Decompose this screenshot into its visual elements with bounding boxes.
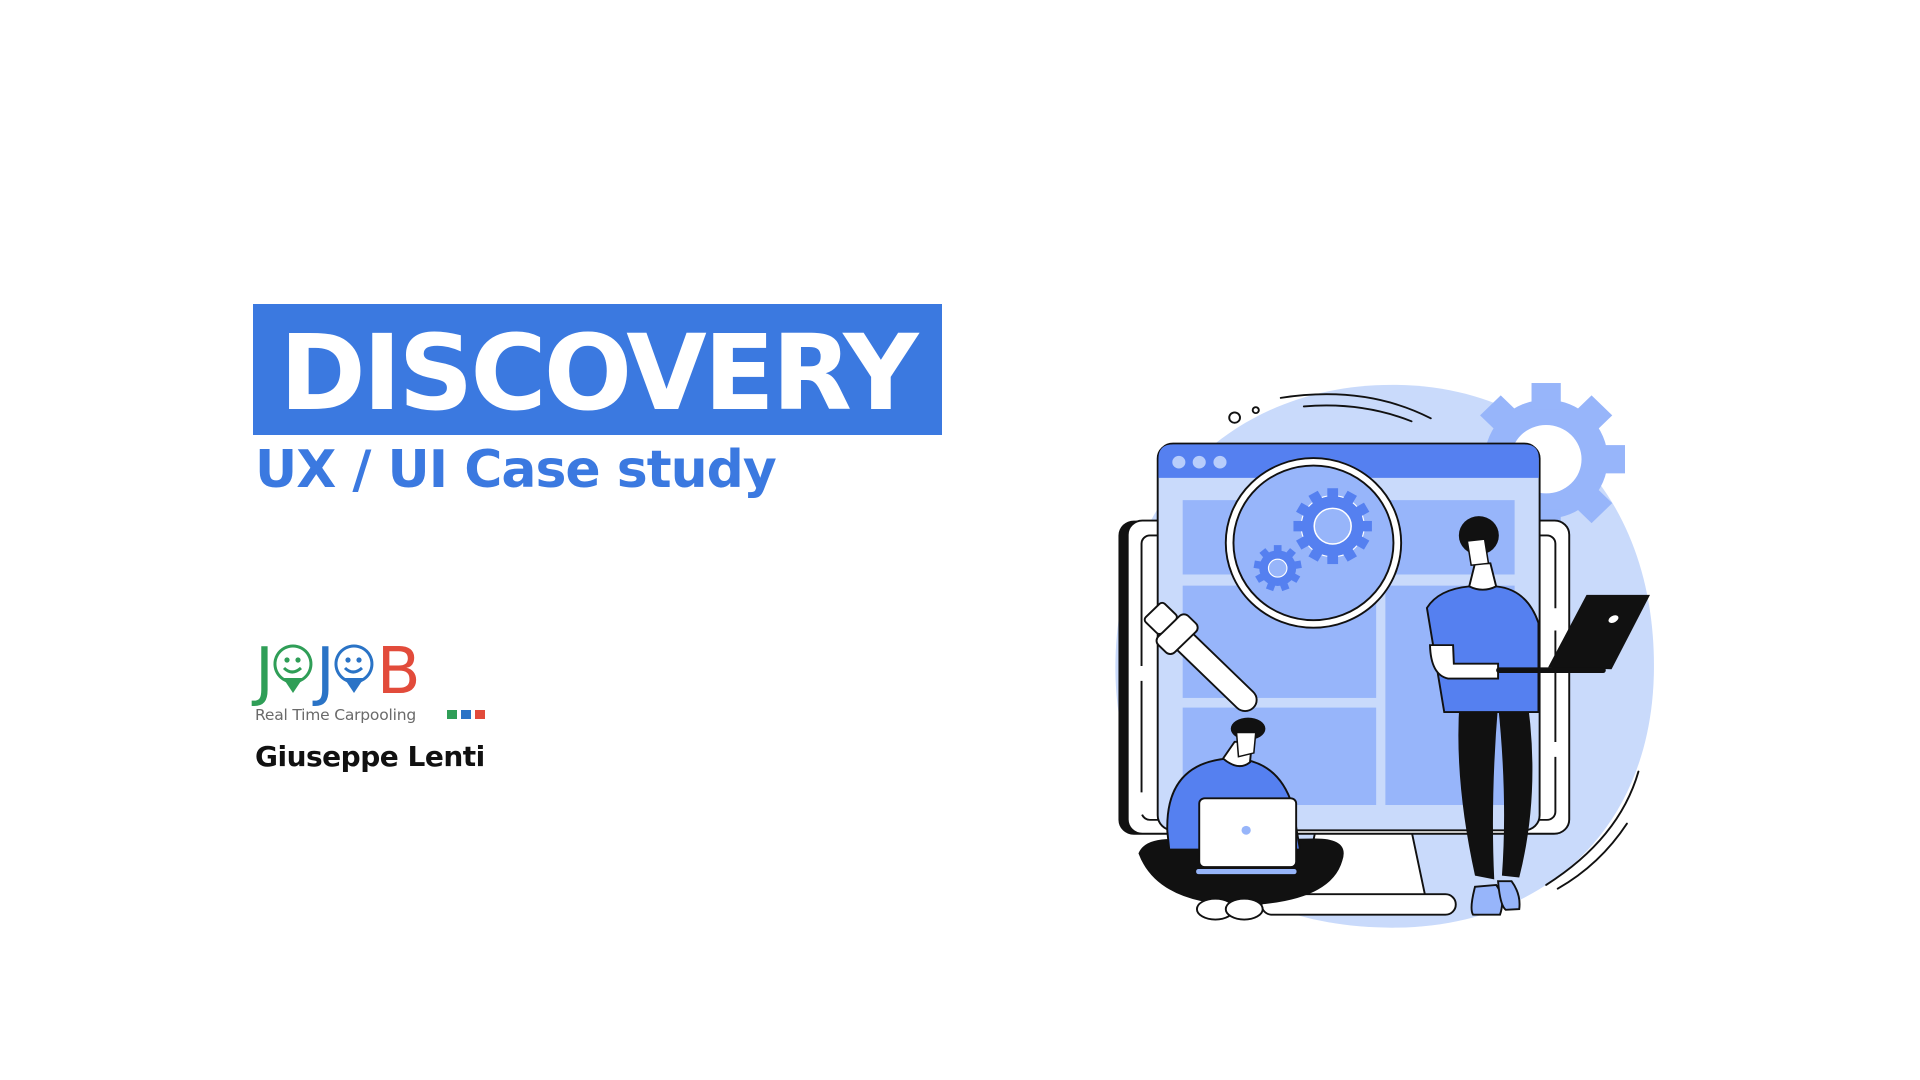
slide-subtitle: UX / UI Case study bbox=[255, 440, 777, 500]
discovery-illustration bbox=[1115, 383, 1654, 928]
smiley-pin-blue-icon bbox=[334, 644, 374, 693]
logo-letter-j-blue: J bbox=[315, 635, 335, 709]
logo-letter-b-red: B bbox=[376, 635, 421, 709]
slide-title: DISCOVERY bbox=[279, 311, 918, 434]
logo-color-squares bbox=[447, 710, 485, 719]
gear-icon bbox=[1293, 488, 1372, 565]
browser-title-bar bbox=[1158, 444, 1539, 478]
window-dot-icon bbox=[1172, 455, 1186, 469]
window-dot-icon bbox=[1192, 455, 1206, 469]
blue-square-icon bbox=[461, 710, 471, 719]
window-dot-icon bbox=[1213, 455, 1227, 469]
author-name: Giuseppe Lenti bbox=[255, 740, 485, 773]
logo-wordmark: J J B bbox=[255, 635, 421, 709]
smiley-pin-green-icon bbox=[273, 644, 313, 693]
red-square-icon bbox=[475, 710, 485, 719]
standing-person-icon bbox=[1425, 516, 1650, 916]
small-gear-icon bbox=[1253, 545, 1302, 592]
jojob-logo: J J B Real Time Carpooling bbox=[255, 635, 500, 728]
seated-person-icon bbox=[1138, 717, 1344, 921]
title-banner: DISCOVERY bbox=[253, 304, 942, 435]
logo-tagline: Real Time Carpooling bbox=[255, 706, 416, 724]
green-square-icon bbox=[447, 710, 457, 719]
laptop-icon bbox=[1548, 594, 1650, 670]
logo-letter-j-green: J bbox=[255, 635, 274, 709]
